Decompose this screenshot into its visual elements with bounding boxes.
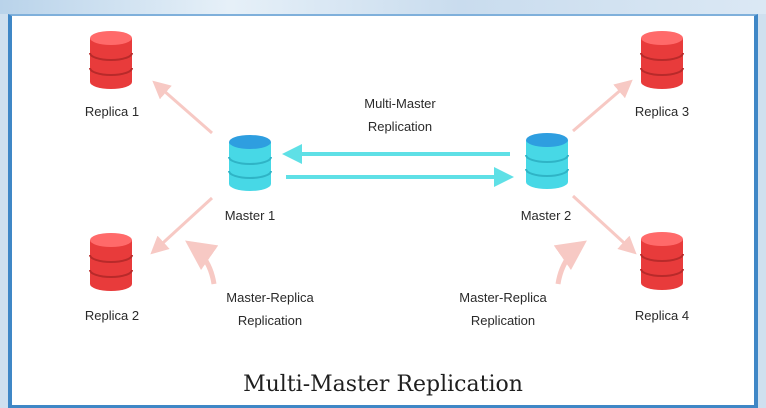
master-replica-label-left: Master-Replica Replication [226, 290, 314, 328]
replica3-db-icon [640, 30, 684, 90]
arrow-master2-to-replica3 [572, 79, 633, 133]
replica2-label: Replica 2 [84, 308, 140, 323]
curved-arrow-right [553, 240, 587, 285]
replica4-db-icon [640, 231, 684, 291]
master2-label: Master 2 [520, 208, 572, 223]
arrow-master1-to-replica1 [152, 80, 213, 135]
replica4-label: Replica 4 [634, 308, 690, 323]
master2-db-icon [525, 132, 569, 190]
window-top-strip [0, 0, 766, 14]
curved-arrow-left [185, 240, 219, 285]
arrow-master1-to-replica2 [150, 196, 214, 255]
diagram-panel [8, 14, 758, 408]
arrow-master2-to-replica4 [571, 194, 637, 255]
replica2-db-icon [89, 232, 133, 292]
diagram-title: Multi-Master Replication [243, 372, 523, 397]
master-replica-label-right: Master-Replica Replication [459, 290, 547, 328]
master1-db-icon [228, 134, 272, 192]
replica3-label: Replica 3 [634, 104, 690, 119]
replica1-db-icon [89, 30, 133, 90]
replica1-label: Replica 1 [84, 104, 140, 119]
master1-label: Master 1 [224, 208, 276, 223]
multi-master-label: Multi-Master Replication [364, 96, 436, 134]
